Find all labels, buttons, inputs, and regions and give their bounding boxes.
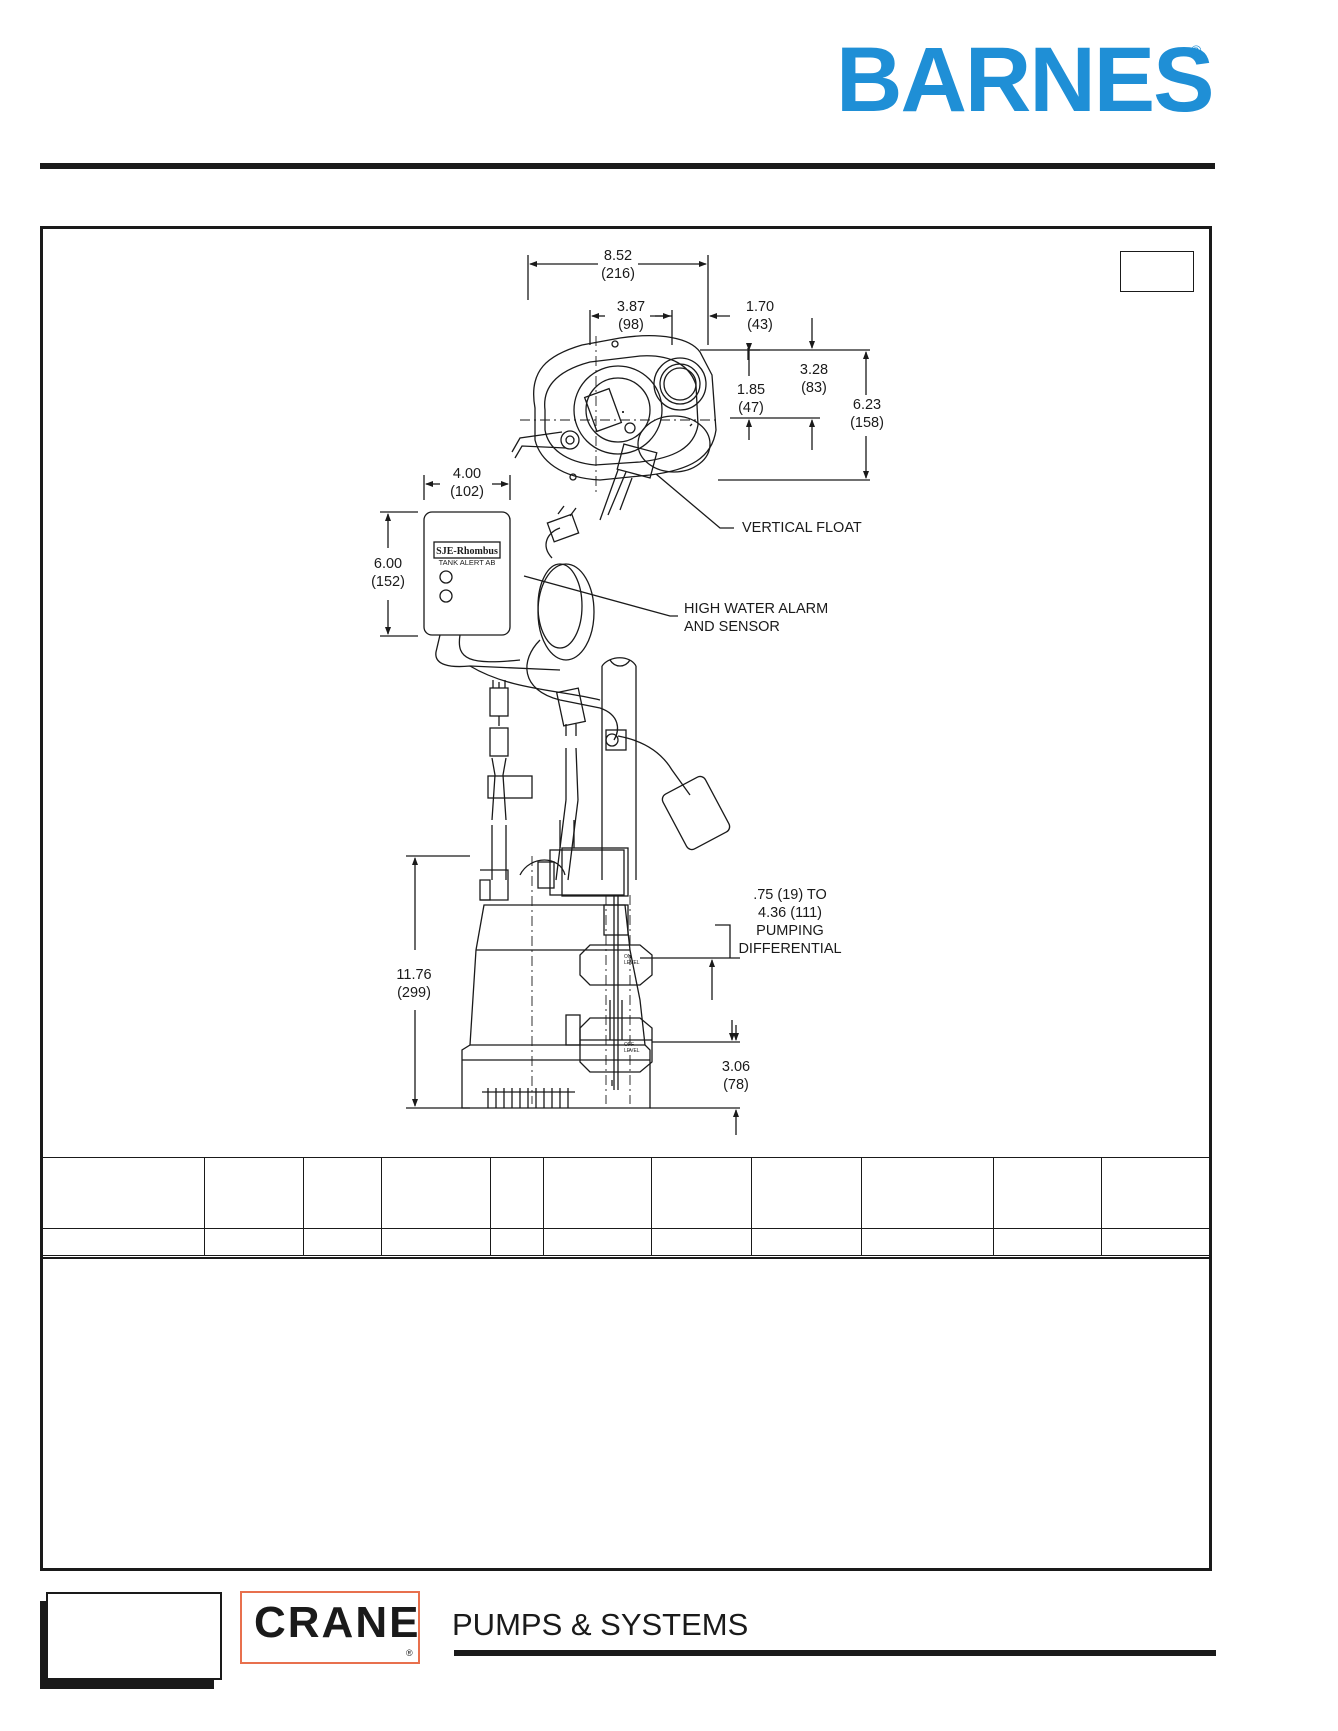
crane-logo-text: CRANE: [254, 1598, 421, 1647]
power-plug: [487, 680, 533, 880]
differential-line-2: 4.36 (111): [758, 905, 822, 921]
dim-base-height: 3.06: [722, 1059, 750, 1075]
dim-overall-depth-mm: (158): [850, 415, 884, 431]
dim-pump-height-mm: (299): [397, 985, 431, 1001]
dim-inlet-offset-mm: (98): [618, 317, 644, 333]
table-cell: [860, 1228, 994, 1256]
table-header-cell: [542, 1157, 652, 1229]
table-header-cell: [650, 1157, 752, 1229]
footer-page-box: [46, 1592, 222, 1680]
table-header-cell: [380, 1157, 491, 1229]
table-header-cell: [860, 1157, 994, 1229]
dim-center-offset: 1.85: [737, 382, 765, 398]
dim-inlet-offset: 3.87: [617, 299, 645, 315]
table-cell: [42, 1228, 205, 1256]
table-cell: [650, 1228, 752, 1256]
dim-top-to-center-mm: (83): [801, 380, 827, 396]
table-cell: [992, 1228, 1102, 1256]
table-header-cell: [489, 1157, 544, 1229]
dim-overall-width-mm: (216): [601, 266, 635, 282]
off-level-mark-1: OFF: [624, 1042, 634, 1048]
dim-alarm-width-mm: (102): [450, 484, 484, 500]
page-number-box: [1120, 251, 1194, 292]
table-header-cell: [750, 1157, 862, 1229]
table-cell: [489, 1228, 544, 1256]
table-row: [42, 1228, 1212, 1256]
differential-line-3: PUMPING: [756, 923, 824, 939]
on-level-mark-2: LEVEL: [624, 960, 640, 966]
alarm-callout-line-1: HIGH WATER ALARM: [684, 601, 828, 617]
footer-rule: [454, 1650, 1216, 1656]
vertical-float-label: VERTICAL FLOAT: [742, 520, 862, 536]
alarm-panel-brand: SJE-Rhombus: [436, 546, 498, 557]
table-cell: [750, 1228, 862, 1256]
pump-side-view: [461, 820, 651, 1109]
piggyback-plug: [555, 687, 587, 881]
table-header-cell: [203, 1157, 304, 1229]
off-level-mark-2: LEVEL: [624, 1048, 640, 1054]
crane-logo: CRANE ®: [240, 1591, 420, 1664]
high-water-alarm-panel: [423, 511, 561, 671]
tethered-float: [661, 775, 731, 851]
table-cell: [542, 1228, 652, 1256]
table-cell: [302, 1228, 382, 1256]
on-level-mark-1: ON: [624, 954, 632, 960]
dim-top-to-center: 3.28: [800, 362, 828, 378]
differential-line-1: .75 (19) TO: [753, 887, 827, 903]
table-header-row: [42, 1157, 1212, 1229]
dim-pump-height: 11.76: [396, 967, 431, 983]
pump-top-view: [511, 335, 717, 521]
alarm-callout-line-2: AND SENSOR: [684, 619, 780, 635]
table-cell: [203, 1228, 304, 1256]
table-header-cell: [1100, 1157, 1212, 1229]
table-header-cell: [992, 1157, 1102, 1229]
brand-registered-mark: ®: [1191, 42, 1202, 58]
drawing-frame: [40, 226, 1212, 1571]
dim-base-height-mm: (78): [723, 1077, 749, 1093]
alarm-sensor-cord: [469, 505, 619, 741]
dim-discharge-offset: 1.70: [746, 299, 774, 315]
table-header-cell: [42, 1157, 205, 1229]
dim-alarm-height-mm: (152): [371, 574, 405, 590]
alarm-panel-model: TANK ALERT AB: [439, 558, 496, 567]
division-name: PUMPS & SYSTEMS: [452, 1607, 749, 1642]
table-cell: [1100, 1228, 1212, 1256]
vertical-float: [579, 895, 653, 1090]
brand-logo: BARNES: [836, 29, 1214, 131]
dim-alarm-height: 6.00: [374, 556, 402, 572]
table-cell: [380, 1228, 491, 1256]
dim-alarm-width: 4.00: [453, 466, 481, 482]
dim-discharge-offset-mm: (43): [747, 317, 773, 333]
differential-line-4: DIFFERENTIAL: [738, 941, 841, 957]
specification-table: [42, 1157, 1212, 1256]
header-rule: [40, 163, 1215, 169]
crane-registered-mark: ®: [406, 1648, 413, 1658]
discharge-pipe: [601, 657, 691, 880]
dim-center-offset-mm: (47): [738, 400, 764, 416]
table-header-cell: [302, 1157, 382, 1229]
dim-overall-width: 8.52: [604, 248, 632, 264]
dim-overall-depth: 6.23: [853, 397, 881, 413]
table-bottom-rule: [42, 1257, 1210, 1259]
